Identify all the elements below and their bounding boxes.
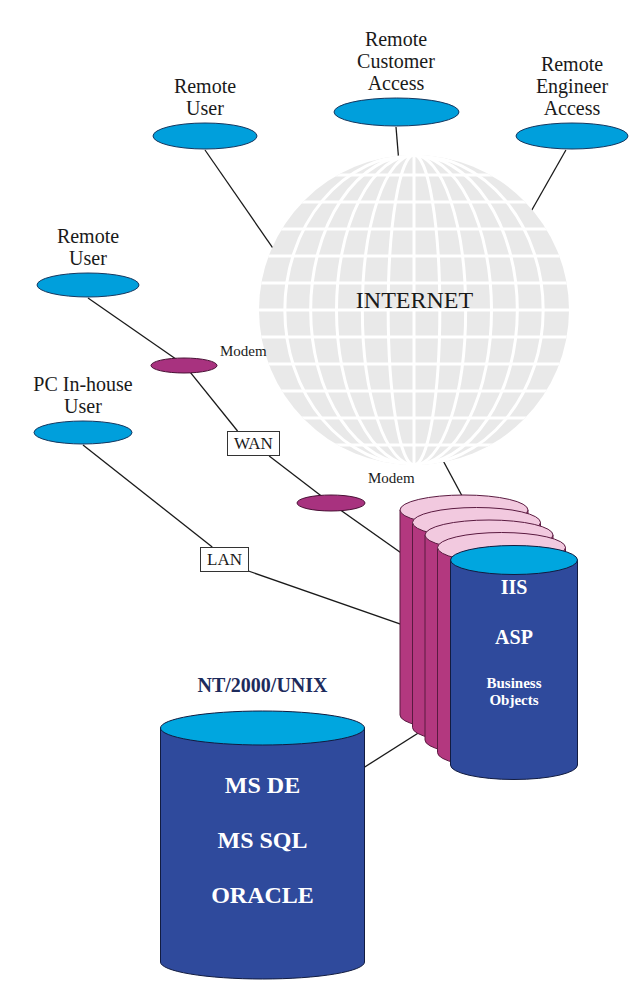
connector-line: [83, 445, 212, 547]
connector-line: [88, 298, 185, 365]
modem-label: Modem: [220, 343, 267, 360]
node-label: Remote Customer Access: [350, 28, 442, 94]
user-ellipse: Remote Customer Access: [329, 28, 464, 127]
network-box: WAN: [227, 431, 280, 456]
cylinder-top: [161, 711, 365, 745]
database-label: ORACLE: [160, 881, 365, 909]
ellipse-shape: [33, 420, 133, 445]
user-ellipse: PC In-house User: [20, 373, 146, 445]
ellipse-fill: [153, 123, 257, 149]
server-label: Business Objects: [450, 675, 578, 709]
user-ellipse: Remote Engineer Access: [511, 53, 633, 150]
modem-label: Modem: [368, 470, 415, 487]
cylinder-body: [451, 560, 578, 780]
database-label: MS SQL: [160, 826, 365, 854]
internet-globe: INTERNET: [257, 150, 572, 470]
globe-label: INTERNET: [356, 287, 473, 334]
parallel: [257, 444, 572, 447]
parallel: [257, 228, 572, 231]
ellipse-shape: [36, 272, 140, 298]
database-label: MS DE: [160, 771, 365, 799]
network-label: WAN: [234, 434, 273, 453]
globe-grid: [257, 150, 572, 470]
parallel: [257, 201, 572, 204]
server-label: ASP: [450, 625, 578, 649]
server-cylinder: IIS ASP Business Objects: [450, 545, 578, 780]
modem-shape: [150, 357, 218, 374]
ellipse-shape: [515, 122, 629, 150]
modem-ellipse: Modem: [296, 470, 411, 514]
modem-fill: [151, 358, 217, 373]
network-label: LAN: [207, 550, 242, 569]
network-box: LAN: [200, 547, 249, 572]
node-label: PC In-house User: [24, 373, 142, 417]
modem-ellipse: Modem: [150, 343, 265, 375]
ellipse-fill: [516, 123, 628, 149]
cylinder-top: [451, 546, 578, 575]
parallel: [257, 255, 572, 258]
cylinder-body: [161, 728, 365, 979]
ellipse-shape: [333, 97, 460, 127]
database-cylinder: NT/2000/UNIX MS DE MS SQL ORACLE: [160, 672, 365, 980]
server-label: IIS: [450, 575, 578, 599]
ellipse-fill: [37, 273, 139, 297]
user-ellipse: Remote User: [32, 225, 144, 298]
parallel: [257, 390, 572, 393]
node-label: Remote User: [163, 75, 248, 119]
platform-heading: NT/2000/UNIX: [160, 672, 365, 698]
connector-line: [185, 365, 238, 431]
ellipse-fill: [34, 421, 132, 444]
modem-fill: [297, 495, 365, 511]
parallel: [257, 174, 572, 177]
parallel: [257, 282, 572, 285]
parallel: [257, 336, 572, 339]
ellipse-shape: [152, 122, 258, 150]
parallel: [257, 363, 572, 366]
node-label: Remote User: [48, 225, 128, 269]
ellipse-fill: [334, 98, 459, 126]
modem-shape: [296, 494, 366, 512]
node-label: Remote Engineer Access: [528, 53, 616, 119]
database-body: MS DE MS SQL ORACLE: [160, 710, 365, 980]
user-ellipse: Remote User: [148, 75, 262, 150]
parallel: [257, 417, 572, 420]
